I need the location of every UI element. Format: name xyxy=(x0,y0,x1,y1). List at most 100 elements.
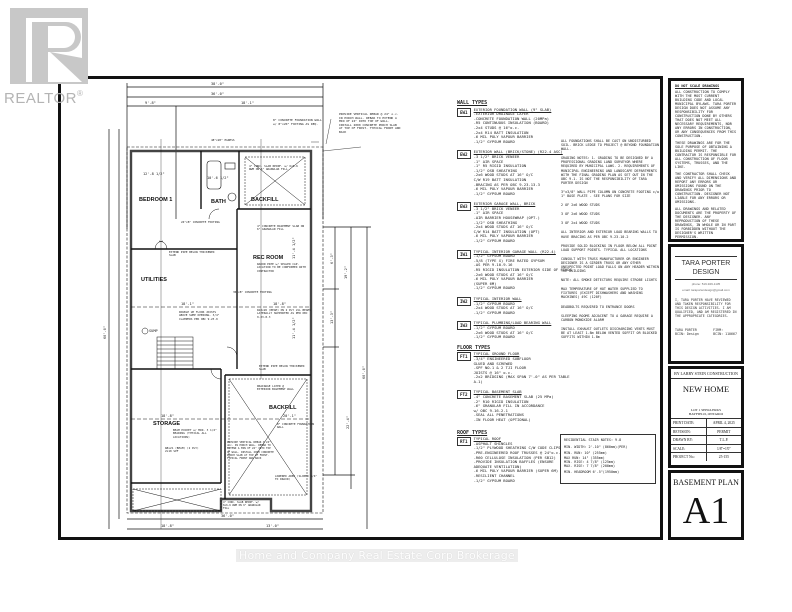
type-heading: TYPICAL BASEMENT SLAB xyxy=(473,389,522,395)
type-tag: IW3 xyxy=(457,321,471,331)
broker-watermark: Home and Company Real Estate Corp Broker… xyxy=(236,549,518,562)
type-heading: TYPICAL PLUMBING/LOAD BEARING WALL xyxy=(473,320,552,326)
type-spec-line: -2x2 BRIDGING (MAX SPAN 7'-0" AS PER TAB… xyxy=(473,374,570,380)
note-rec-slab: 4" CONCRETE BASEMENT SLAB ON 6" GRANULAR… xyxy=(257,225,304,231)
dim-right-overall: 60'-0" xyxy=(362,366,366,379)
room-label-backfill-top: BACKFILL xyxy=(251,197,279,203)
table-row: PRINT DATE:APRIL 4, 2025 xyxy=(671,418,741,428)
type-spec-line: -1/2" OSB SHEATHING xyxy=(473,167,518,173)
type-heading: EXTERIOR GARAGE WALL, BRICK xyxy=(473,201,536,207)
note-beam-pocket: BEAM POCKET w/ MIN. 3 1/2" BEARING (TYPI… xyxy=(173,429,217,439)
type-spec-line: -PRE-ENGINEERED ROOF TRUSSES @ 24"o.c. xyxy=(473,450,561,455)
type-spec-line: -6 MIL POLY VAPOUR BARRIER xyxy=(473,134,534,140)
disclaimer-paragraph: ALL DRAWINGS AND RELATED DOCUMENTS ARE T… xyxy=(675,207,737,239)
note-sump: SUMP xyxy=(149,329,158,333)
room-label-rec-room: REC ROOM xyxy=(253,255,284,261)
type-spec-line: -5/8 (TYPE X) FIRE RATED GYPSUM xyxy=(473,257,545,263)
table-row: REVISION:PERMIT xyxy=(671,426,741,436)
type-spec-line: C/W R14 BATT INSULATION (OPT) xyxy=(473,228,540,234)
general-note: PROVIDE SOLID BLOCKING IN FLOOR BELOW AL… xyxy=(561,243,657,252)
type-spec-line: -1" AIR SPACE xyxy=(473,158,504,164)
type-spec-line: -6 MIL POLY VAPOUR BARRIER (SUPER 6M) xyxy=(473,468,559,474)
note-window: 48"x20" EGRESS xyxy=(211,139,235,142)
project-name: NEW HOME xyxy=(682,384,730,394)
disclaimer-paragraph: THE CONTRACTOR SHALL CHECK AND VERIFY AL… xyxy=(675,172,737,204)
sheet-number: A1 xyxy=(682,490,730,532)
stair-note: MIN. RUN: 10" (255mm) xyxy=(564,451,607,456)
room-label-storage: STORAGE xyxy=(153,421,180,427)
realtor-logo: REALTOR® xyxy=(4,4,96,108)
disclaimer-panel: DO NOT SCALE DRAWINGS ALL CONSTRUCTION T… xyxy=(668,78,744,242)
type-spec-line: -SPF NO.1 & 2 TJI FLOOR xyxy=(473,365,527,371)
sheet-title: BASEMENT PLAN xyxy=(673,478,739,487)
type-heading: EXTERIOR WALL (BRICK/STONE) (R22.4 ASC) xyxy=(473,149,563,155)
general-note: ALL FOUNDATIONS SHALL BE CAST ON UNDISTU… xyxy=(561,139,659,152)
type-spec-line: -3/4" ENGINEERED SUBFLOOR xyxy=(473,355,531,361)
note-storage-beam: W8x21 (BEAM) (2 PLY) 2x10 SPF xyxy=(165,447,199,453)
dim-backfill-width: 20'-1" xyxy=(283,414,296,418)
type-spec-line: -1/2" GYPSUM BOARD xyxy=(473,477,515,483)
room-label-backfill-bottom: BACKFILL xyxy=(269,405,297,411)
note-cold-slab: 4" CONC. SLAB REINF. w/ 6x6-6 WWM ON 6" … xyxy=(249,165,298,171)
disclaimer-paragraph: THESE DRAWINGS ARE FOR THE SOLE PURPOSE … xyxy=(675,141,737,169)
type-spec-line: -1/2" GYPSUM BOARD xyxy=(473,238,515,244)
type-spec-line: (SUPER 6M) xyxy=(473,280,497,286)
type-tag: IW2 xyxy=(457,296,471,306)
project-location: LOT 1 SEEKLERKS BAYFIELD, ONTARIO xyxy=(688,408,724,417)
type-heading: TYPICAL INTERIOR WALL xyxy=(473,295,522,301)
type-spec-line: -1/2" OSB SHEATHING xyxy=(473,219,518,225)
dim-bottom-overall: 36'-0" xyxy=(221,514,234,518)
realtor-r-icon xyxy=(26,18,82,82)
type-spec-line: -6" GRANULAR FILL IN ACCORDANCE xyxy=(473,403,545,409)
type-spec-line: -1/2" PLYWOOD SHEATHING C/W CODE CLIPS xyxy=(473,445,561,451)
dim-bottom-left: 18'-8" xyxy=(161,524,174,528)
type-spec-line: -1/2" GYPSUM BOARD xyxy=(473,334,515,340)
type-spec-line: w/ OBC 9.16.2.1 xyxy=(473,407,508,413)
type-spec-line: -RESILIENT CHANNEL xyxy=(473,472,515,478)
general-note: ALL INTERIOR AND EXTERIOR LOAD BEARING W… xyxy=(561,230,657,239)
dim-bedroom-width: 12'-8 1/2" xyxy=(143,172,165,176)
toilet xyxy=(227,192,237,202)
general-note: MAX TEMPERATURE OF HOT WATER SUPPLIED TO… xyxy=(561,287,643,300)
disclaimer-paragraph: ALL CONSTRUCTION TO COMPLY WITH THE MOST… xyxy=(675,90,737,138)
dim-top-left: 9'-8" xyxy=(145,101,156,105)
stair-note: MAX RUN: 14" (355mm) xyxy=(564,455,605,460)
disclaimer-title: DO NOT SCALE DRAWINGS xyxy=(675,84,720,88)
table-row: SCALE:1/8"=1'0" xyxy=(671,443,741,453)
sheet-number-box: BASEMENT PLAN A1 xyxy=(668,470,744,540)
type-spec-line: -1/2" GYPSUM BOARD xyxy=(473,138,515,144)
dim-bath-width: 10'-6 1/2" xyxy=(207,176,229,180)
type-spec-line: -2x4 STUDS @ 16"o.c. xyxy=(473,124,520,130)
type-tag: FT1 xyxy=(457,352,471,362)
general-note: NOTE: ALL SMOKE DETECTORS REQUIRE STROBE… xyxy=(561,278,657,283)
type-spec-line: -2x6 WOOD STUDS AT 16" O/C xyxy=(473,172,534,178)
sink xyxy=(224,162,236,170)
type-spec-line: ADEQUATE VENTILATION) xyxy=(473,463,522,469)
wall-types-title: WALL TYPES xyxy=(457,100,488,106)
type-heading: TYPICAL INTERIOR GARAGE WALL (R22.4) xyxy=(473,248,556,254)
dim-rec-depth-1: 11'-4 1/2" xyxy=(292,237,296,259)
type-spec-line: -ASPHALT SHINGLES xyxy=(473,440,513,446)
stair-note: MIN. WIDTH: 2'-10" (860mm)(PER) xyxy=(564,445,628,450)
type-spec-line: -1" AIR SPACE xyxy=(473,210,504,216)
type-tag: RT1 xyxy=(457,437,471,447)
type-spec-line: -EXTERIOR DRAINAGE LAYER xyxy=(473,111,529,117)
stair-note: MAX. RISE: 7 7/8" (200mm) xyxy=(564,464,616,469)
dim-left-overall: 60'-0" xyxy=(103,326,107,339)
roof-types-title: ROOF TYPES xyxy=(457,429,488,436)
drawing-sheet: BEDROOM 1 BATH BACKFILL UTILITIES REC RO… xyxy=(58,76,663,540)
note-pipe-below: EXTEND PIPE BELOW THICKENED SLAB xyxy=(169,251,214,257)
dim-utility-width: 18'-1" xyxy=(181,302,194,306)
type-spec-line: A-1) xyxy=(473,378,483,384)
type-spec-line: -AIR BARRIER HOUSEWRAP (OPT.) xyxy=(473,215,540,221)
dim-right-seg-2: 13'-3" xyxy=(330,311,334,324)
general-note: CONSULT WITH TRUSS MANUFACTURER OR ENGIN… xyxy=(561,256,659,274)
type-spec-line: GLUED AND SCREWED xyxy=(473,360,513,366)
